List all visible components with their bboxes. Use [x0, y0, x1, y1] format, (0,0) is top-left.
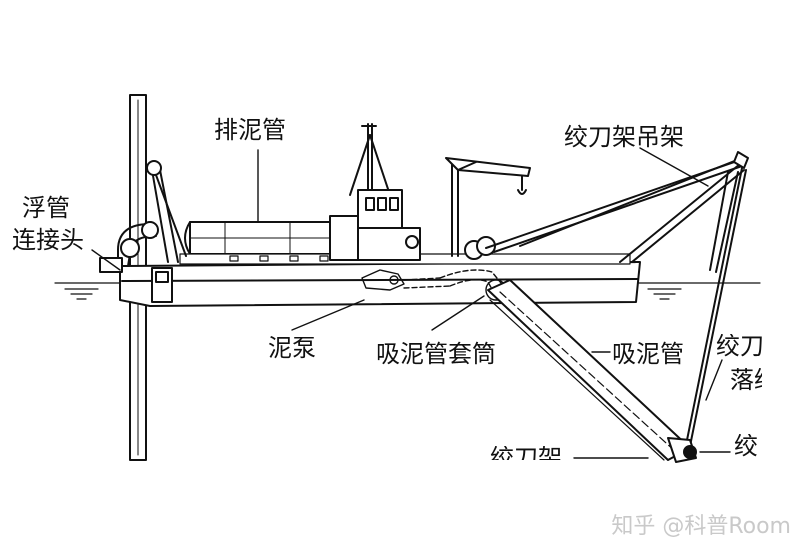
label-cutter-frame-crane: 绞刀架吊架 — [564, 123, 684, 151]
label-cutter-lifting-line1: 绞刀 — [716, 334, 762, 358]
cutter-head — [667, 437, 697, 463]
label-float-pipe-joint-line1: 浮管 — [22, 194, 70, 222]
hull — [119, 261, 641, 307]
leader-lines — [91, 147, 731, 459]
float-pipe-joint — [99, 221, 159, 273]
spud-crane — [146, 160, 187, 263]
wheelhouse — [329, 123, 421, 261]
label-cutter-lifting-line2: 落绞 — [730, 368, 762, 392]
cutter-lifting-wire — [685, 167, 747, 447]
watermark: 知乎 @科普Room — [611, 514, 791, 539]
label-suction-pipe-sleeve: 吸泥管套筒 — [376, 340, 496, 368]
label-cutter: 绞 — [734, 434, 758, 458]
label-discharge-pipe: 排泥管 — [214, 116, 286, 144]
deck-gantry — [445, 157, 531, 260]
suction-pipe — [487, 279, 691, 461]
label-cutter-frame: 绞刀架 — [490, 446, 562, 460]
label-suction-pipe: 吸泥管 — [612, 340, 684, 368]
cutter-frame-crane — [485, 151, 749, 273]
label-mud-pump: 泥泵 — [268, 334, 316, 362]
discharge-pipe — [184, 221, 331, 255]
mud-pump — [361, 269, 451, 291]
label-float-pipe-joint-line2: 连接头 — [12, 226, 84, 254]
